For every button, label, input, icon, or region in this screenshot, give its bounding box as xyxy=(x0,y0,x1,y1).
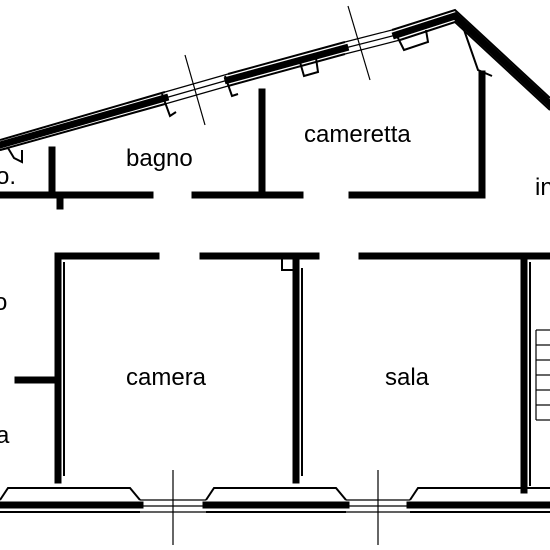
roof-notch-2 xyxy=(161,93,177,118)
room-label-partial-right: in xyxy=(535,174,550,201)
roof-notch-5 xyxy=(395,29,430,52)
room-label-partial-left-mid: o xyxy=(0,289,7,316)
lower-walls xyxy=(14,252,531,494)
roof-notch-1 xyxy=(0,146,23,164)
room-label-bagno: bagno xyxy=(126,145,193,172)
roof-notch-6 xyxy=(461,23,493,77)
roof-window-1 xyxy=(164,54,229,126)
roof-wall xyxy=(0,8,550,151)
room-label-cameretta: cameretta xyxy=(304,121,411,148)
roof-notch-4 xyxy=(299,57,320,78)
column xyxy=(281,255,299,271)
bottom-window-2 xyxy=(346,470,410,545)
staircase xyxy=(535,329,550,421)
bottom-window-1 xyxy=(140,470,206,545)
room-label-sala: sala xyxy=(385,364,430,391)
bottom-wall xyxy=(0,487,550,513)
room-label-camera: camera xyxy=(126,364,207,391)
roof-notch-3 xyxy=(224,75,239,98)
upper-walls xyxy=(0,70,486,210)
room-label-partial-left-bottom: a xyxy=(0,422,10,449)
room-label-partial-left-top: o. xyxy=(0,163,16,190)
roof-window-2 xyxy=(344,5,401,81)
